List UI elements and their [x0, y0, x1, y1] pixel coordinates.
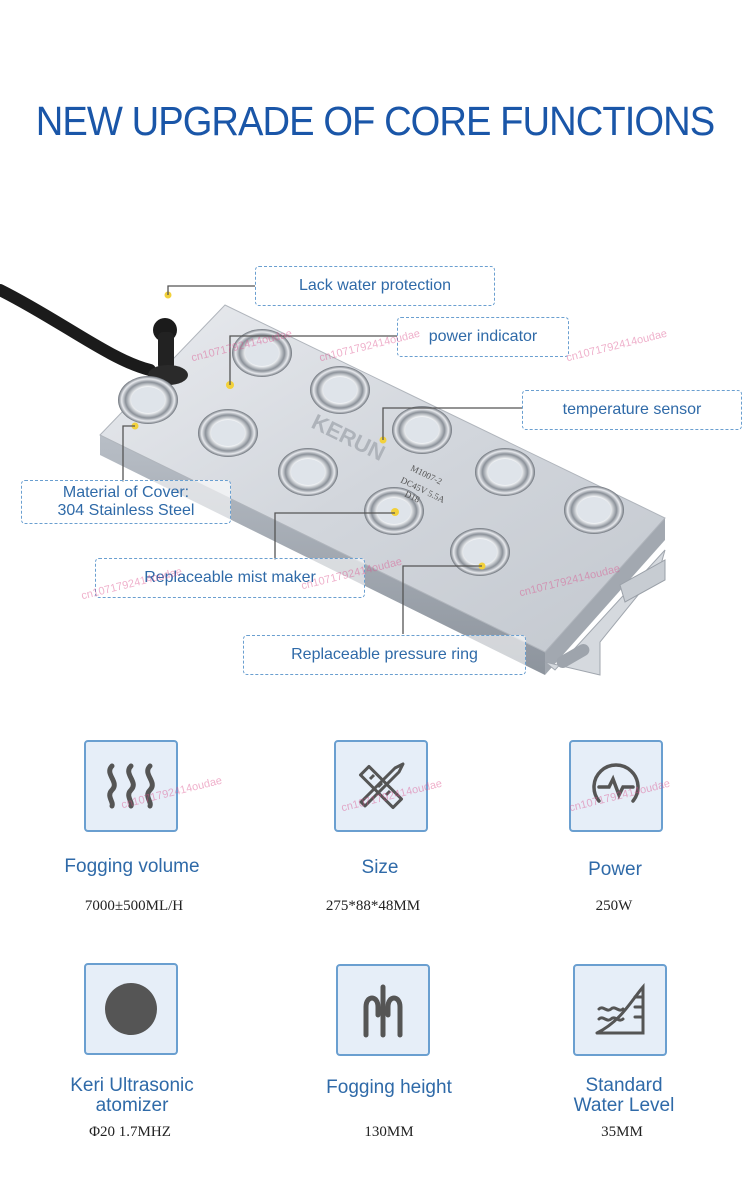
page-title: NEW UPGRADE OF CORE FUNCTIONS	[35, 98, 715, 144]
power-label: Power	[588, 859, 642, 880]
water-level-label-line1: Standard	[585, 1075, 663, 1096]
ruler-pencil-icon	[358, 762, 405, 810]
product-illustration: KERUN M1007-2 DC45V 5.5A D18	[0, 284, 666, 676]
callout-temperature-sensor: temperature sensor	[522, 390, 742, 430]
water-level-value: 35MM	[601, 1124, 643, 1140]
callout-mist-maker: Replaceable mist maker	[95, 558, 365, 598]
fogging-volume-icon-box	[84, 740, 178, 832]
power-value: 250W	[595, 898, 633, 914]
water-level-icon	[595, 982, 645, 1035]
size-label: Size	[361, 857, 399, 878]
fog-height-icon	[363, 984, 403, 1038]
fogging-height-value: 130MM	[364, 1124, 414, 1140]
material-line1: Material of Cover:	[62, 484, 190, 501]
water-level-label: Standard Water Level	[514, 1076, 734, 1116]
fogging-volume-value: 7000±500ML/H	[84, 898, 184, 914]
size-icon-box	[334, 740, 428, 832]
callout-material-of-cover: Material of Cover: 304 Stainless Steel	[21, 480, 231, 524]
power-gauge-icon	[592, 763, 640, 803]
material-line2: 304 Stainless Steel	[57, 502, 195, 519]
steam-waves-icon	[107, 763, 155, 809]
callout-pressure-ring: Replaceable pressure ring	[243, 635, 526, 675]
power-icon-box	[569, 740, 663, 832]
callout-power-indicator: power indicator	[397, 317, 569, 357]
fogging-volume-label: Fogging volume	[64, 856, 200, 877]
atomizer-value: Φ20 1.7MHZ	[89, 1124, 171, 1140]
stainless-cover	[99, 304, 666, 653]
fogging-height-label: Fogging height	[326, 1077, 452, 1098]
water-level-label-line2: Water Level	[573, 1095, 675, 1116]
power-cable	[0, 284, 156, 376]
callout-lack-water-protection: Lack water protection	[255, 266, 495, 306]
atomizer-label-line2: atomizer	[95, 1095, 169, 1116]
fogging-height-icon-box	[336, 964, 430, 1056]
disc-icon	[105, 983, 157, 1035]
size-value: 275*88*48MM	[325, 898, 421, 914]
mist-maker-rings	[118, 329, 624, 576]
atomizer-icon-box	[84, 963, 178, 1055]
water-level-icon-box	[573, 964, 667, 1056]
atomizer-label-line1: Keri Ultrasonic	[70, 1075, 194, 1096]
atomizer-label: Keri Ultrasonic atomizer	[22, 1076, 242, 1116]
